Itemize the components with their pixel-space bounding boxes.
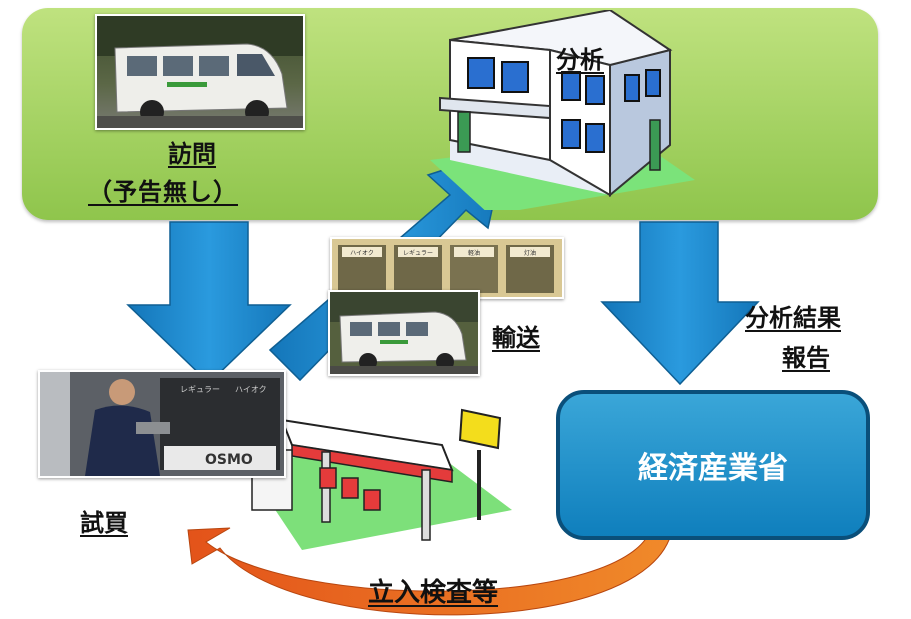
- gas-station-icon: [242, 408, 512, 550]
- fuel-pump-icon: OSMO レギュラー ハイオク: [40, 372, 284, 476]
- transport-van-icon: [330, 292, 478, 374]
- analysis-building-icon: [430, 10, 695, 210]
- fuel-samples-photo: ハイオク レギュラー 軽油 灯油: [330, 237, 564, 299]
- report-note-label: 報告: [782, 344, 830, 372]
- purchase-photo: OSMO レギュラー ハイオク: [38, 370, 286, 478]
- report-label: 分析結果: [745, 304, 841, 332]
- transport-label: 輸送: [492, 324, 540, 352]
- sample-bottles-icon: ハイオク レギュラー 軽油 灯油: [332, 239, 562, 297]
- ministry-label: 経済産業省: [638, 451, 788, 486]
- visit-note-label: （予告無し）: [88, 178, 238, 206]
- arrow-down-analysis-to-ministry: [600, 221, 760, 386]
- van-photo: [95, 14, 305, 130]
- pump-brand-text: OSMO: [205, 452, 253, 468]
- sample-tag-3: 軽油: [468, 249, 480, 257]
- van-icon: [97, 16, 303, 128]
- sample-tag-2: レギュラー: [403, 250, 433, 257]
- inspection-label: 立入検査等: [368, 578, 499, 608]
- analysis-label: 分析: [556, 46, 604, 74]
- arrow-curve-inspection: [187, 525, 673, 616]
- sample-tag-1: ハイオク: [350, 250, 374, 257]
- pump-label-text-1: レギュラー: [180, 385, 220, 394]
- visit-label: 訪問: [168, 140, 216, 168]
- sample-tag-4: 灯油: [524, 249, 536, 257]
- pump-label-text-2: ハイオク: [235, 385, 267, 394]
- purchase-label: 試買: [80, 509, 128, 537]
- arrow-down-visit-to-purchase: [126, 221, 292, 385]
- ministry-box: 経済産業省: [556, 390, 870, 540]
- transport-van-photo: [328, 290, 480, 376]
